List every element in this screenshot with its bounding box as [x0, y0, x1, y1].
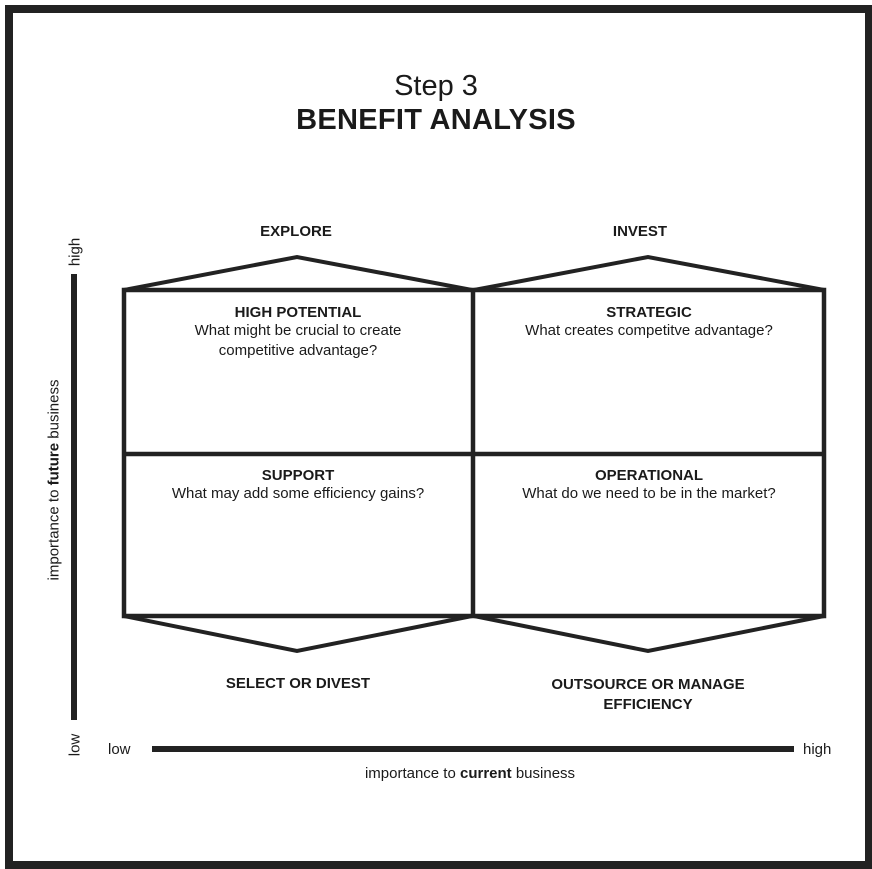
page-title: BENEFIT ANALYSIS	[296, 104, 576, 136]
bottom-left-arrow	[123, 614, 473, 654]
y-axis-title-emphasis: future	[45, 442, 63, 486]
x-axis-title-suffix: business	[511, 765, 576, 782]
quadrant-question-line1: What might be crucial to create	[194, 322, 402, 339]
quadrant-heading: OPERATIONAL	[594, 467, 704, 484]
quadrant-question-line1: What may add some efficiency gains?	[171, 485, 425, 502]
select-or-divest-label: SELECT OR DIVEST	[225, 675, 371, 692]
x-axis-low-label: low	[108, 741, 131, 758]
explore-label: EXPLORE	[260, 223, 332, 240]
quadrant-question-line2: competitive advantage?	[218, 342, 378, 359]
y-axis-high-label: high	[66, 237, 84, 267]
y-axis-title-prefix: importance to	[45, 485, 63, 581]
quadrant-heading: STRATEGIC	[606, 304, 692, 321]
quadrant-question-line1: What do we need to be in the market?	[522, 485, 776, 502]
top-left-arrow	[123, 254, 473, 292]
x-axis-high-label: high	[803, 741, 832, 758]
quadrant-heading: SUPPORT	[261, 467, 335, 484]
invest-label: INVEST	[612, 223, 668, 240]
outsource-label: OUTSOURCE OR MANAGE EFFICIENCY	[508, 675, 788, 715]
x-axis-title: importance to current business	[0, 765, 872, 782]
quadrant-heading: HIGH POTENTIAL	[234, 304, 362, 321]
quadrant-question-line1: What creates competitve advantage?	[525, 322, 773, 339]
y-axis-low-label: low	[66, 733, 84, 757]
quadrant-high-potential: HIGH POTENTIAL What might be crucial to …	[128, 304, 468, 361]
x-axis-title-prefix: importance to	[364, 765, 460, 782]
quadrant-operational: OPERATIONAL What do we need to be in the…	[478, 467, 820, 504]
outer-frame	[5, 5, 872, 869]
bottom-right-arrow	[473, 614, 825, 654]
y-axis-title-suffix: business	[45, 379, 63, 443]
outsource-label-line1: OUTSOURCE OR MANAGE	[551, 676, 745, 693]
quadrant-strategic: STRATEGIC What creates competitve advant…	[478, 304, 820, 341]
outsource-label-line2: EFFICIENCY	[603, 696, 693, 713]
step-label: Step 3	[394, 70, 478, 102]
y-axis-title: importance to future business	[46, 380, 63, 581]
x-axis-title-emphasis: current	[459, 765, 512, 782]
quadrant-support: SUPPORT What may add some efficiency gai…	[128, 467, 468, 504]
top-right-arrow	[473, 254, 825, 292]
